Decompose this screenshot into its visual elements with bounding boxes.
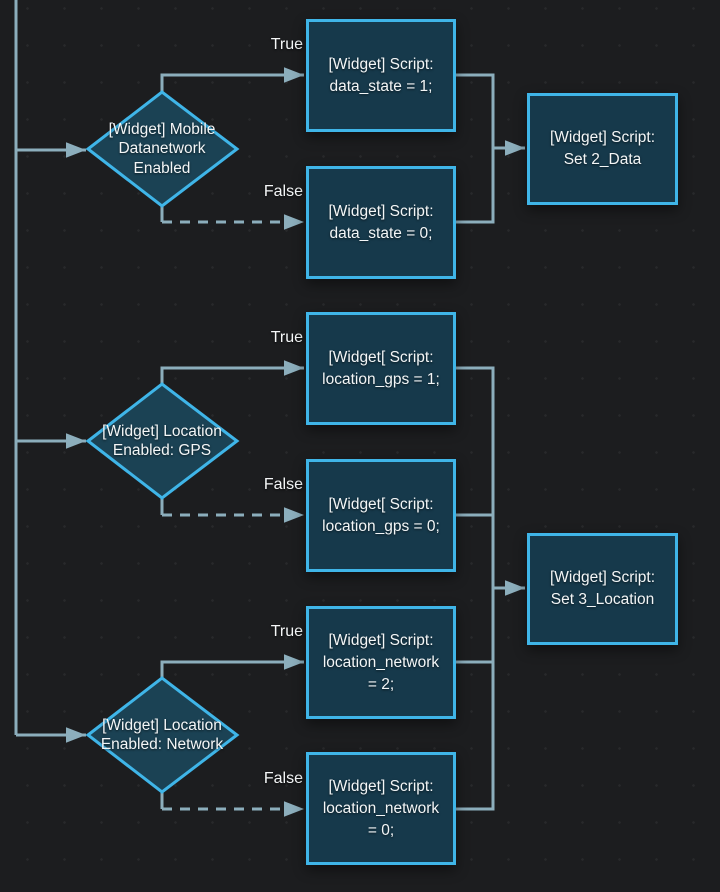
output-node-set-2-data[interactable]: [Widget] Script: Set 2_Data [527,93,678,205]
process-node-location-network-2[interactable]: [Widget] Script: location_network = 2; [306,606,456,719]
process-node-location-gps-1[interactable]: [Widget[ Script: location_gps = 1; [306,312,456,425]
process-node-location-network-0[interactable]: [Widget] Script: location_network = 0; [306,752,456,865]
process-node-data-state-0[interactable]: [Widget] Script: data_state = 0; [306,166,456,279]
edge-collector-location [456,366,495,811]
edge-true-2 [160,360,304,384]
output-node-set-3-location[interactable]: [Widget] Script: Set 3_Location [527,533,678,645]
edge-true-1 [160,67,304,92]
branch-label-false-1: False [263,183,303,200]
process-node-data-state-1[interactable]: [Widget] Script: data_state = 1; [306,19,456,132]
decision-node-location-gps[interactable] [85,382,240,500]
branch-label-true-3: True [270,623,303,640]
decision-node-mobile-data[interactable] [85,90,240,208]
branch-label-false-3: False [263,770,303,787]
decision-node-location-network[interactable] [85,676,240,794]
edge-collector-data [456,73,495,224]
branch-label-true-1: True [270,36,303,53]
edge-true-3 [160,654,304,678]
branch-label-false-2: False [263,476,303,493]
branch-label-true-2: True [270,329,303,346]
process-node-location-gps-0[interactable]: [Widget[ Script: location_gps = 0; [306,459,456,572]
